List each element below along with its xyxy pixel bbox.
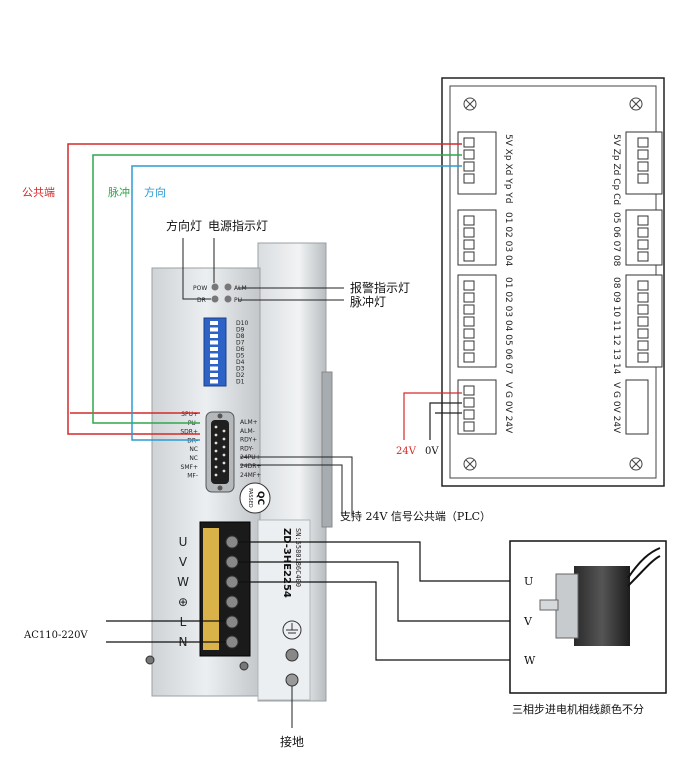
- board-label-in2: 05 06 07 08: [611, 212, 621, 267]
- control-board: 5V Xp Xd Yp Yd 01 02 03 04 01 02 03 04 0…: [441, 77, 665, 487]
- wire-direction: [131, 165, 462, 441]
- dip-label: D1: [236, 379, 245, 386]
- driver-model: ZD-3HE2254: [281, 528, 292, 598]
- leader-lines: [182, 238, 353, 728]
- ground-symbol-icon: [282, 620, 302, 640]
- board-power-wires: [403, 392, 462, 440]
- mount-screw-icon-2: [145, 655, 155, 665]
- dip-switch[interactable]: [203, 317, 227, 387]
- left-pin-label: MF-: [187, 473, 198, 480]
- label-alarm-lamp: 报警指示灯: [350, 280, 410, 295]
- left-pin-label: NC: [189, 455, 198, 462]
- terminal-letter: ⊕: [178, 595, 188, 609]
- label-direction-lamp: 方向灯: [166, 218, 202, 233]
- left-pin-label: DR-: [187, 437, 198, 444]
- label-motor-note: 三相步进电机相线颜色不分: [512, 702, 644, 716]
- terminal-letter: V: [179, 555, 188, 569]
- label-0v: 0V: [425, 446, 439, 457]
- led-pow-label: POW: [193, 285, 207, 292]
- right-pin-label: 24DR+: [240, 463, 261, 470]
- board-connector-right: [625, 131, 663, 435]
- motor-wires: [238, 541, 548, 661]
- ground-screw-icon: [285, 648, 299, 662]
- right-pin-label: 24PU+: [240, 454, 261, 461]
- label-ac-input: AC110-220V: [23, 630, 88, 641]
- terminal-letter: U: [179, 535, 188, 549]
- label-power-lamp: 电源指示灯: [208, 218, 268, 233]
- board-label-zc: 5V Zp Zd Cp Cd: [611, 134, 621, 205]
- qc-text: QC: [255, 491, 265, 506]
- board-label-out2: 08 09 10 11 12 13 14: [611, 277, 621, 375]
- dip-label: D6: [236, 346, 245, 353]
- left-pin-label: SPU+: [181, 411, 198, 418]
- motor-box: [509, 540, 667, 694]
- right-pin-labels: ALM+ ALM- RDY+RDY- 24PU+ 24DR+ 24MF+: [240, 419, 261, 479]
- board-connector-left: [457, 131, 497, 435]
- dip-label: D8: [236, 333, 245, 340]
- board-label-out1: 01 02 03 04 05 06 07: [503, 277, 513, 374]
- label-pulse: 脉冲: [108, 185, 130, 199]
- driver-serial: SN:5580186C400: [294, 528, 302, 587]
- label-pulse-lamp: 脉冲灯: [350, 294, 386, 309]
- led-indicators: [211, 283, 232, 303]
- board-label-in1: 01 02 03 04: [503, 212, 513, 267]
- dip-label: D5: [236, 353, 245, 360]
- wire-common: [67, 143, 462, 435]
- terminal-letter: W: [177, 575, 189, 589]
- label-common: 公共端: [22, 186, 55, 199]
- label-motor-v: V: [523, 615, 533, 628]
- right-pin-label: ALM-: [240, 428, 255, 435]
- ground-screw-icon-2: [285, 673, 299, 687]
- mount-screw-icon: [239, 661, 249, 671]
- label-24v: 24V: [396, 446, 417, 457]
- dip-label: D4: [236, 359, 245, 366]
- dip-label: D10: [236, 320, 248, 327]
- left-pin-label: SMF+: [181, 464, 198, 471]
- qc-passed-text: PASSED: [247, 488, 253, 508]
- qc-sticker: QC PASSED: [239, 482, 271, 514]
- signal-connector[interactable]: [205, 411, 235, 493]
- dip-label: D3: [236, 366, 245, 373]
- power-terminal-block[interactable]: [199, 521, 251, 657]
- left-pin-label: SDR+: [180, 429, 198, 436]
- label-motor-u: U: [524, 575, 533, 588]
- terminal-letter: L: [180, 615, 187, 629]
- board-label-xy: 5V Xp Xd Yp Yd: [503, 134, 513, 204]
- left-pin-label: NC: [189, 446, 198, 453]
- ac-input-wires: [106, 620, 226, 643]
- right-pin-label: 24MF+: [240, 472, 261, 479]
- signal-wires: [67, 143, 462, 441]
- label-ground: 接地: [280, 734, 304, 749]
- wire-pulse: [92, 154, 462, 424]
- dip-label: D9: [236, 327, 245, 334]
- board-label-pwr1: V G 0V 24V: [503, 382, 513, 434]
- board-label-pwr2: V G 0V 24V: [611, 382, 621, 434]
- right-pin-label: RDY+: [240, 437, 257, 444]
- right-pin-label: RDY-: [240, 445, 254, 452]
- dip-label: D2: [236, 372, 245, 379]
- label-plc-note: 支持 24V 信号公共端（PLC）: [340, 509, 491, 523]
- label-direction: 方向: [144, 185, 166, 199]
- stepper-motor-icon: [539, 547, 661, 646]
- right-pin-label: ALM+: [240, 419, 258, 426]
- board-screw-icon: [463, 97, 643, 471]
- led-dr-label: DR: [197, 297, 206, 304]
- label-motor-w: W: [524, 654, 536, 667]
- dip-label: D7: [236, 340, 245, 347]
